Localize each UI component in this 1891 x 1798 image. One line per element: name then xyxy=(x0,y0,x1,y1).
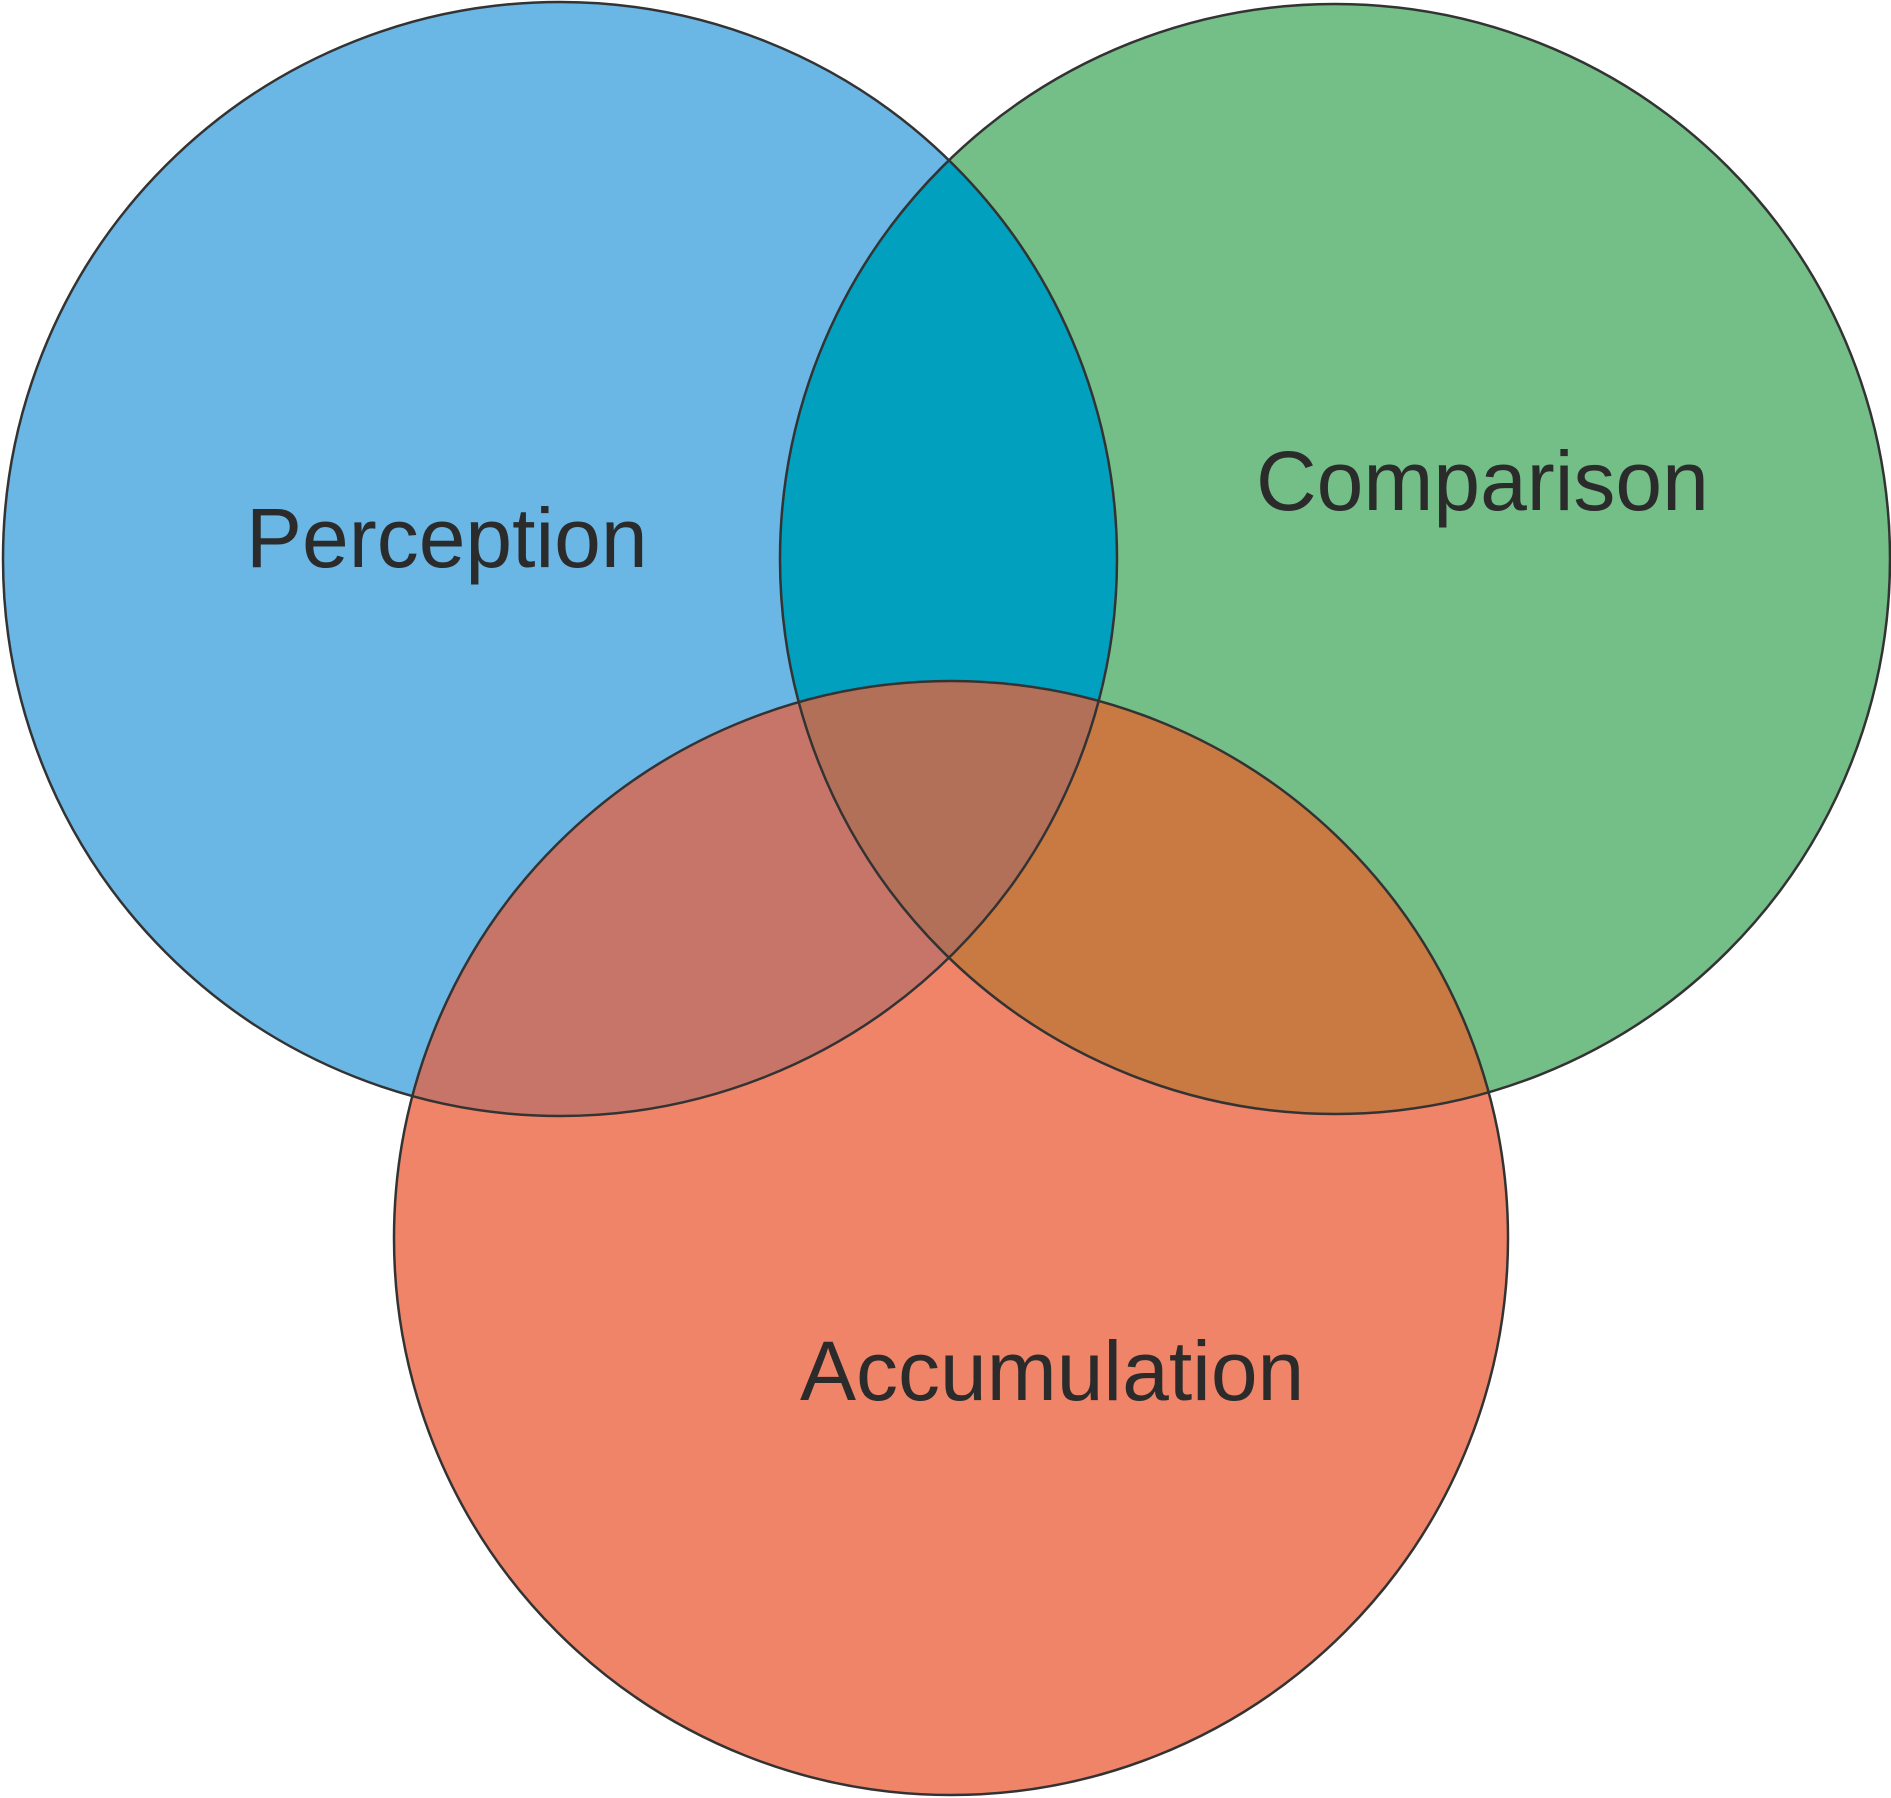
outline-comparison xyxy=(778,2,1891,1116)
outline-accumulation xyxy=(392,679,1510,1797)
label-comparison: Comparison xyxy=(1256,434,1709,528)
outline-perception xyxy=(1,0,1119,1118)
label-perception: Perception xyxy=(246,491,648,585)
label-accumulation: Accumulation xyxy=(800,1324,1304,1418)
overlap-perception-accumulation xyxy=(394,681,1117,1116)
overlap-comparison-accumulation xyxy=(780,681,1508,1114)
